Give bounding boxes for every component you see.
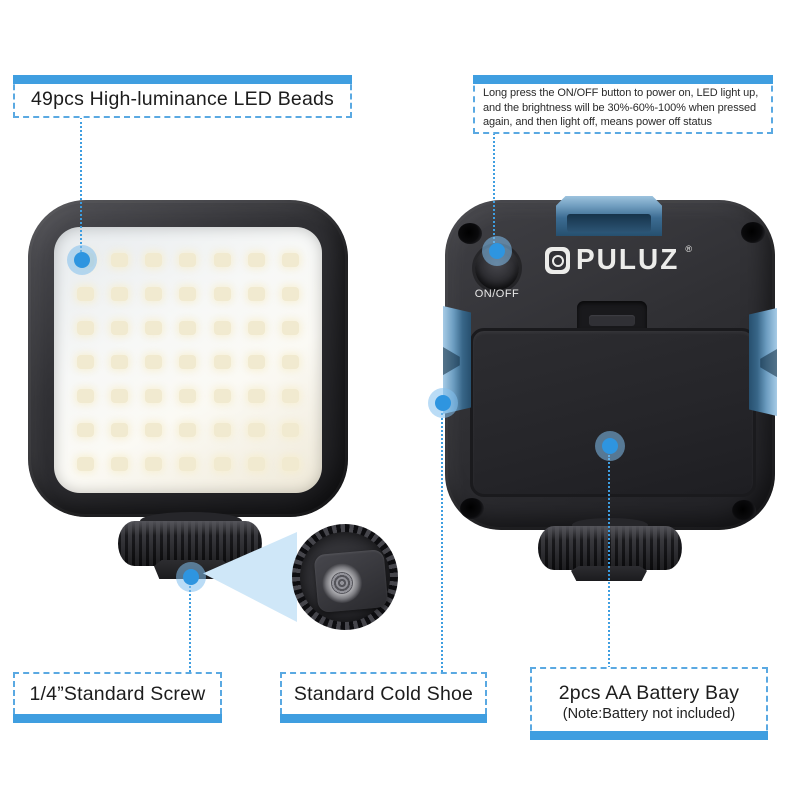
led-bead xyxy=(282,389,300,403)
led-bead xyxy=(282,253,300,267)
marker-dot-power-icon xyxy=(489,243,505,259)
led-bead xyxy=(145,423,163,437)
led-bead xyxy=(248,321,266,335)
battery-door-latch xyxy=(577,301,647,329)
led-bead xyxy=(213,355,231,369)
leader-line-cold-shoe xyxy=(441,413,443,672)
screw-detail-inner xyxy=(300,532,390,622)
led-light-front-view xyxy=(28,200,348,517)
led-bead xyxy=(145,287,163,301)
leader-line-battery-bay xyxy=(608,455,610,668)
led-bead xyxy=(76,423,94,437)
led-bead xyxy=(145,389,163,403)
screw-detail-magnifier xyxy=(292,524,398,630)
led-bead xyxy=(213,389,231,403)
marker-dot-led-icon xyxy=(74,252,90,268)
led-bead xyxy=(76,355,94,369)
callout-accent-bar xyxy=(473,75,773,84)
leader-line-screw xyxy=(189,586,191,672)
callout-battery-bay-note: (Note:Battery not included) xyxy=(562,705,736,722)
marker-dot-screw-icon xyxy=(183,569,199,585)
corner-screw-hole xyxy=(460,498,484,519)
led-bead xyxy=(179,423,197,437)
led-bead xyxy=(282,355,300,369)
callout-power-note: Long press the ON/OFF button to power on… xyxy=(473,75,773,134)
callout-accent-bar xyxy=(13,714,222,723)
led-bead xyxy=(110,287,128,301)
led-bead xyxy=(282,423,300,437)
led-bead xyxy=(213,321,231,335)
led-bead xyxy=(145,457,163,471)
led-bead xyxy=(248,389,266,403)
led-bead xyxy=(282,457,300,471)
led-bead xyxy=(76,321,94,335)
top-cold-shoe-slot xyxy=(567,214,651,233)
callout-accent-bar xyxy=(530,731,768,740)
callout-battery-bay: 2pcs AA Battery Bay (Note:Battery not in… xyxy=(530,667,768,740)
callout-power-note-text: Long press the ON/OFF button to power on… xyxy=(483,87,759,129)
led-bead xyxy=(248,457,266,471)
led-grid xyxy=(68,243,308,481)
callout-standard-screw-label: 1/4”Standard Screw xyxy=(29,683,206,705)
brand-logo-icon xyxy=(545,247,570,274)
led-bead xyxy=(282,287,300,301)
led-bead xyxy=(76,457,94,471)
led-bead xyxy=(76,287,94,301)
led-bead xyxy=(213,423,231,437)
corner-screw-hole xyxy=(741,222,765,243)
led-bead xyxy=(248,355,266,369)
led-bead xyxy=(282,321,300,335)
corner-screw-hole xyxy=(732,500,756,521)
callout-cold-shoe: Standard Cold Shoe xyxy=(280,672,487,723)
marker-dot-battery-icon xyxy=(602,438,618,454)
callout-accent-bar xyxy=(280,714,487,723)
led-bead xyxy=(179,321,197,335)
brand-logo: PULUZ ® xyxy=(545,244,692,276)
led-bead xyxy=(179,355,197,369)
led-bead xyxy=(179,287,197,301)
brand-name: PULUZ xyxy=(576,243,680,276)
leader-line-power-note xyxy=(493,133,495,243)
back-mount-wheel xyxy=(538,526,682,570)
marker-dot-cold-shoe-icon xyxy=(435,395,451,411)
power-button-label: ON/OFF xyxy=(474,288,520,300)
battery-bay-door xyxy=(470,328,756,497)
led-bead xyxy=(145,253,163,267)
callout-standard-screw: 1/4”Standard Screw xyxy=(13,672,222,723)
led-bead xyxy=(248,287,266,301)
callout-cold-shoe-label: Standard Cold Shoe xyxy=(293,683,474,705)
led-bead xyxy=(110,389,128,403)
leader-line-led-beads xyxy=(80,117,82,252)
led-bead xyxy=(110,321,128,335)
callout-led-beads: 49pcs High-luminance LED Beads xyxy=(13,75,352,118)
led-bead xyxy=(179,389,197,403)
led-bead xyxy=(110,423,128,437)
led-bead xyxy=(110,253,128,267)
top-cold-shoe-mount xyxy=(556,196,662,236)
corner-screw-hole xyxy=(458,223,482,244)
led-bead xyxy=(145,355,163,369)
led-bead xyxy=(179,457,197,471)
side-cold-shoe-right xyxy=(749,308,777,416)
led-diffuser-panel xyxy=(54,227,322,493)
screw-thread-icon xyxy=(331,572,353,594)
callout-led-beads-label: 49pcs High-luminance LED Beads xyxy=(31,87,334,110)
registered-mark: ® xyxy=(685,244,692,254)
led-bead xyxy=(110,355,128,369)
led-bead xyxy=(213,287,231,301)
led-bead xyxy=(145,321,163,335)
quarter-inch-screw-hole xyxy=(322,563,362,603)
led-bead xyxy=(179,253,197,267)
led-bead xyxy=(248,423,266,437)
led-bead xyxy=(248,253,266,267)
callout-battery-bay-label: 2pcs AA Battery Bay xyxy=(558,681,740,704)
led-bead xyxy=(110,457,128,471)
led-bead xyxy=(213,253,231,267)
led-bead xyxy=(213,457,231,471)
callout-accent-bar xyxy=(13,75,352,84)
led-bead xyxy=(76,389,94,403)
